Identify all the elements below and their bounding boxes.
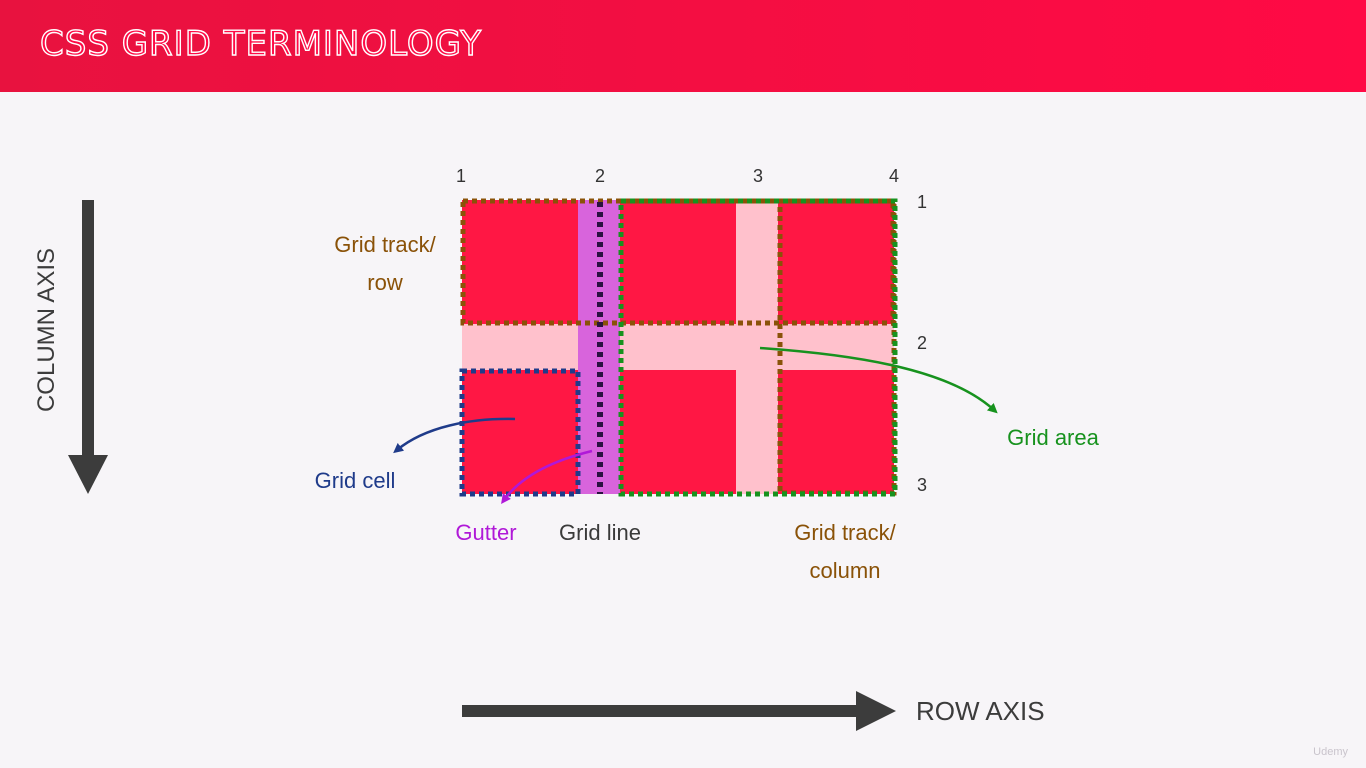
column-line-number: 3 [753, 166, 764, 186]
header-bar: CSS GRID TERMINOLOGY [0, 0, 1366, 92]
row-axis-arrowhead [856, 691, 896, 731]
row-axis-label: ROW AXIS [916, 696, 1045, 726]
grid-cell [620, 370, 736, 494]
grid-cell [462, 370, 578, 494]
track-column-label: Grid track/ column [778, 514, 912, 590]
grid-cell-outline [459, 368, 581, 497]
grid-cell [462, 200, 578, 324]
row-axis-shaft [462, 705, 858, 717]
row-line-number: 3 [917, 475, 928, 495]
grid-area-arrow [759, 346, 998, 414]
grid-line-label: Grid line [559, 520, 641, 545]
grid-cell-label: Grid cell [314, 468, 396, 493]
row-line-number: 2 [917, 333, 928, 353]
track-row-label-line: row [367, 270, 403, 295]
track-row-label: Grid track/ row [318, 226, 452, 302]
track-column-label-line: column [809, 558, 881, 583]
column-axis-arrowhead [68, 455, 108, 494]
column-axis-shaft [82, 200, 94, 458]
gutter-arrow [501, 449, 593, 505]
slide-title: CSS GRID TERMINOLOGY [39, 23, 483, 64]
column-line-number: 4 [889, 166, 900, 186]
track-column-label-line: Grid track/ [794, 520, 896, 545]
grid-area-outline [618, 198, 898, 497]
gutter-label: Gutter [455, 520, 517, 545]
column-line-number: 1 [456, 166, 467, 186]
track-row-label-line: Grid track/ [334, 232, 436, 257]
column-axis-label: COLUMN AXIS [33, 247, 60, 413]
grid-cell [778, 200, 894, 324]
grid-cell [620, 200, 736, 324]
grid-cell [778, 370, 894, 494]
grid-cell-arrow [393, 417, 516, 454]
watermark-logo: Udemy [1313, 746, 1348, 758]
grid-area-label: Grid area [1007, 425, 1099, 450]
column-line-number: 2 [595, 166, 606, 186]
row-line-number: 1 [917, 192, 928, 212]
